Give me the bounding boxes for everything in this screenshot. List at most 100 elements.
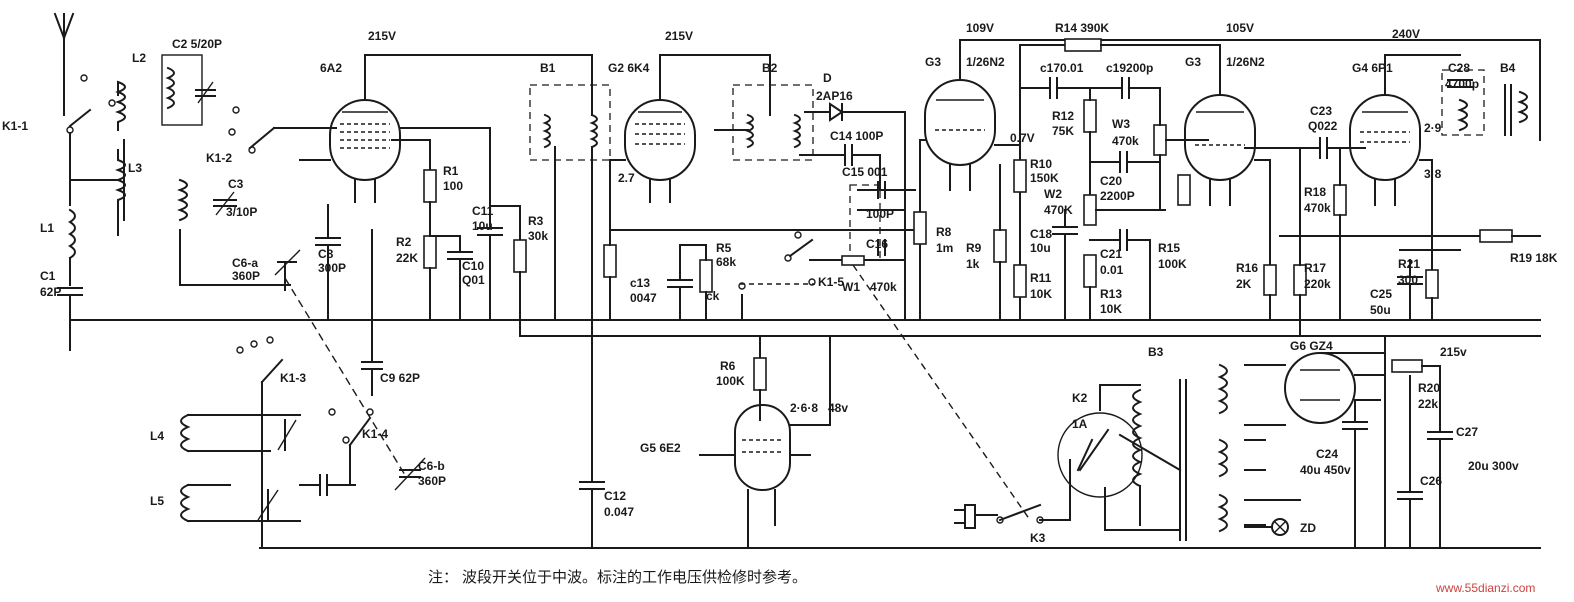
label-c20: C20 <box>1100 174 1122 188</box>
label-r8v: 1m <box>936 241 953 255</box>
label-c27: C27 <box>1456 425 1478 439</box>
label-r6v: 100K <box>716 374 745 388</box>
label-c15: C15 001 <box>842 165 888 179</box>
label-c19: c19200p <box>1106 61 1153 75</box>
label-c8v: 300P <box>318 261 346 275</box>
label-d: D <box>823 71 832 85</box>
label-k1-2: K1-2 <box>206 151 232 165</box>
label-c23v: Q022 <box>1308 119 1338 133</box>
label-pin29: 2·9 <box>1424 121 1442 135</box>
label-g3-b-sub: 1/26N2 <box>1226 55 1265 69</box>
label-r3v: 30k <box>528 229 548 243</box>
label-volt-6: 215v <box>1440 345 1467 359</box>
label-c8: C8 <box>318 247 334 261</box>
label-c12v: 0.047 <box>604 505 634 519</box>
tube-6p1 <box>1279 39 1541 321</box>
label-c24v: 40u 450v <box>1300 463 1351 477</box>
label-r17v: 220k <box>1304 277 1331 291</box>
label-volt-8: 0.7V <box>1010 131 1035 145</box>
label-r3: R3 <box>528 214 544 228</box>
label-c3: C3 <box>228 177 244 191</box>
label-r19: R19 18K <box>1510 251 1558 265</box>
label-k2v: 1A <box>1072 417 1088 431</box>
label-c1v: 62P <box>40 285 61 299</box>
label-r8: R8 <box>936 225 952 239</box>
detector-stage <box>667 54 1031 521</box>
label-r14: R14 390K <box>1055 21 1109 35</box>
label-6a2: 6A2 <box>320 61 342 75</box>
label-volt-7: 48v <box>828 401 848 415</box>
label-k3: K3 <box>1030 531 1046 545</box>
label-6k4: G2 6K4 <box>608 61 650 75</box>
label-b1: B1 <box>540 61 556 75</box>
label-volt-9: 2.7 <box>618 171 635 185</box>
label-c14: C14 100P <box>830 129 883 143</box>
label-r9v: 1k <box>966 257 980 271</box>
label-w1: W1 <box>842 280 860 294</box>
label-l1: L1 <box>40 221 54 235</box>
label-g3-b: G3 <box>1185 55 1201 69</box>
label-r21: R21 <box>1398 257 1420 271</box>
label-volt-1: 215V <box>368 29 396 43</box>
label-g3-a: G3 <box>925 55 941 69</box>
label-r6: R6 <box>720 359 736 373</box>
label-w2: W2 <box>1044 187 1062 201</box>
label-r5: R5 <box>716 241 732 255</box>
label-c2: C2 5/20P <box>172 37 222 51</box>
label-c12: C12 <box>604 489 626 503</box>
label-r12v: 75K <box>1052 124 1074 138</box>
tube-6e2 <box>699 335 831 549</box>
label-c20v: 2200P <box>1100 189 1135 203</box>
label-c16v: 100P <box>866 207 894 221</box>
label-l3: L3 <box>128 161 142 175</box>
label-r15: R15 <box>1158 241 1180 255</box>
label-c10: C10 <box>462 259 484 273</box>
label-c18v: 10u <box>1030 241 1051 255</box>
label-k2: K2 <box>1072 391 1088 405</box>
label-r2: R2 <box>396 235 412 249</box>
label-c28: C28 <box>1448 61 1470 75</box>
label-c21v: 0.01 <box>1100 263 1124 277</box>
label-c1: C1 <box>40 269 56 283</box>
power-rails <box>69 299 1541 549</box>
label-c11v: 10u <box>472 219 493 233</box>
label-volt-2: 215V <box>665 29 693 43</box>
tube-6a2 <box>299 54 593 337</box>
label-c6av: 360P <box>232 269 260 283</box>
label-r18v: 470k <box>1304 201 1331 215</box>
label-pin38: 3·8 <box>1424 167 1442 181</box>
label-c6a: C6-a <box>232 256 258 270</box>
label-b4: B4 <box>1500 61 1516 75</box>
label-b2: B2 <box>762 61 778 75</box>
label-l5: L5 <box>150 494 164 508</box>
label-c6bv: 360P <box>418 474 446 488</box>
label-r1: R1 <box>443 164 459 178</box>
label-r9: R9 <box>966 241 982 255</box>
label-b3: B3 <box>1148 345 1164 359</box>
label-r20: R20 <box>1418 381 1440 395</box>
label-c6b: C6-b <box>418 459 445 473</box>
label-r12: R12 <box>1052 109 1074 123</box>
label-c23: C23 <box>1310 104 1332 118</box>
label-g3-a-sub: 1/26N2 <box>966 55 1005 69</box>
label-r1v: 100 <box>443 179 463 193</box>
tube-g3-b <box>1184 44 1366 337</box>
label-r2v: 22K <box>396 251 418 265</box>
label-r21v: 300 <box>1398 273 1418 287</box>
label-w2v: 470K <box>1044 203 1073 217</box>
label-c25: C25 <box>1370 287 1392 301</box>
label-c11: C11 <box>472 204 494 218</box>
label-k1-5: K1-5 <box>818 275 844 289</box>
label-r16: R16 <box>1236 261 1258 275</box>
label-r17: R17 <box>1304 261 1326 275</box>
antenna-input <box>53 12 337 321</box>
label-volt-4: 105V <box>1226 21 1254 35</box>
label-r11v: 10K <box>1030 287 1052 301</box>
label-l4: L4 <box>150 429 164 443</box>
label-r18: R18 <box>1304 185 1326 199</box>
label-zd: ZD <box>1300 521 1316 535</box>
label-c16: C16 <box>866 237 888 251</box>
label-c9: C9 62P <box>380 371 420 385</box>
label-w1v: 470k <box>870 280 897 294</box>
